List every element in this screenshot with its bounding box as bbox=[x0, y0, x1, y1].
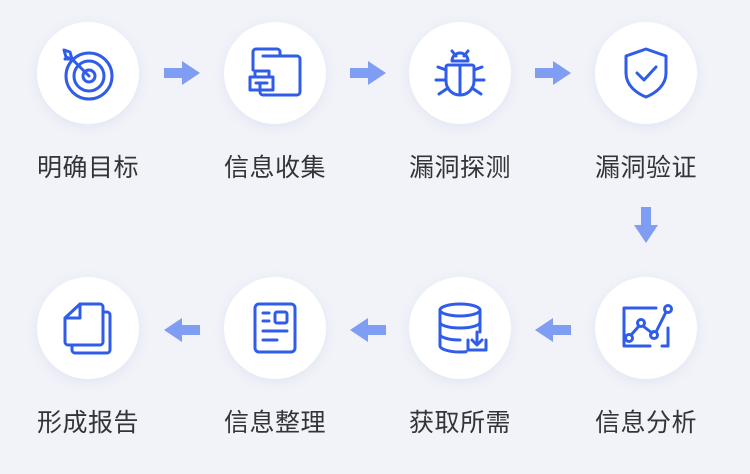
step-label: 漏洞探测 bbox=[408, 153, 511, 182]
step-circle bbox=[595, 277, 697, 379]
arrow-right-icon bbox=[164, 61, 200, 85]
arrow-right-icon bbox=[350, 61, 386, 85]
profile-card-icon bbox=[253, 302, 297, 354]
step-circle bbox=[409, 277, 511, 379]
step-circle bbox=[409, 22, 511, 124]
step-label: 获取所需 bbox=[408, 408, 511, 437]
step-circle bbox=[224, 277, 326, 379]
shield-check-icon bbox=[624, 47, 668, 99]
step-circle bbox=[595, 22, 697, 124]
step-circle bbox=[37, 277, 139, 379]
documents-icon bbox=[63, 302, 112, 355]
arrow-left-icon bbox=[350, 318, 386, 342]
arrow-down-icon bbox=[634, 207, 658, 243]
arrow-left-icon bbox=[164, 318, 200, 342]
step-label: 漏洞验证 bbox=[594, 153, 697, 182]
bug-icon bbox=[434, 49, 486, 97]
step-label: 形成报告 bbox=[36, 408, 139, 437]
step-label: 信息收集 bbox=[223, 153, 326, 182]
line-chart-icon bbox=[622, 304, 673, 348]
database-download-icon bbox=[438, 302, 488, 354]
step-circle bbox=[224, 22, 326, 124]
step-label: 明确目标 bbox=[36, 153, 139, 182]
step-circle bbox=[37, 22, 139, 124]
target-icon bbox=[62, 48, 114, 101]
step-label: 信息分析 bbox=[594, 408, 697, 437]
arrow-left-icon bbox=[535, 318, 571, 342]
folder-collect-icon bbox=[248, 47, 302, 97]
arrow-right-icon bbox=[535, 61, 571, 85]
step-label: 信息整理 bbox=[223, 408, 326, 437]
